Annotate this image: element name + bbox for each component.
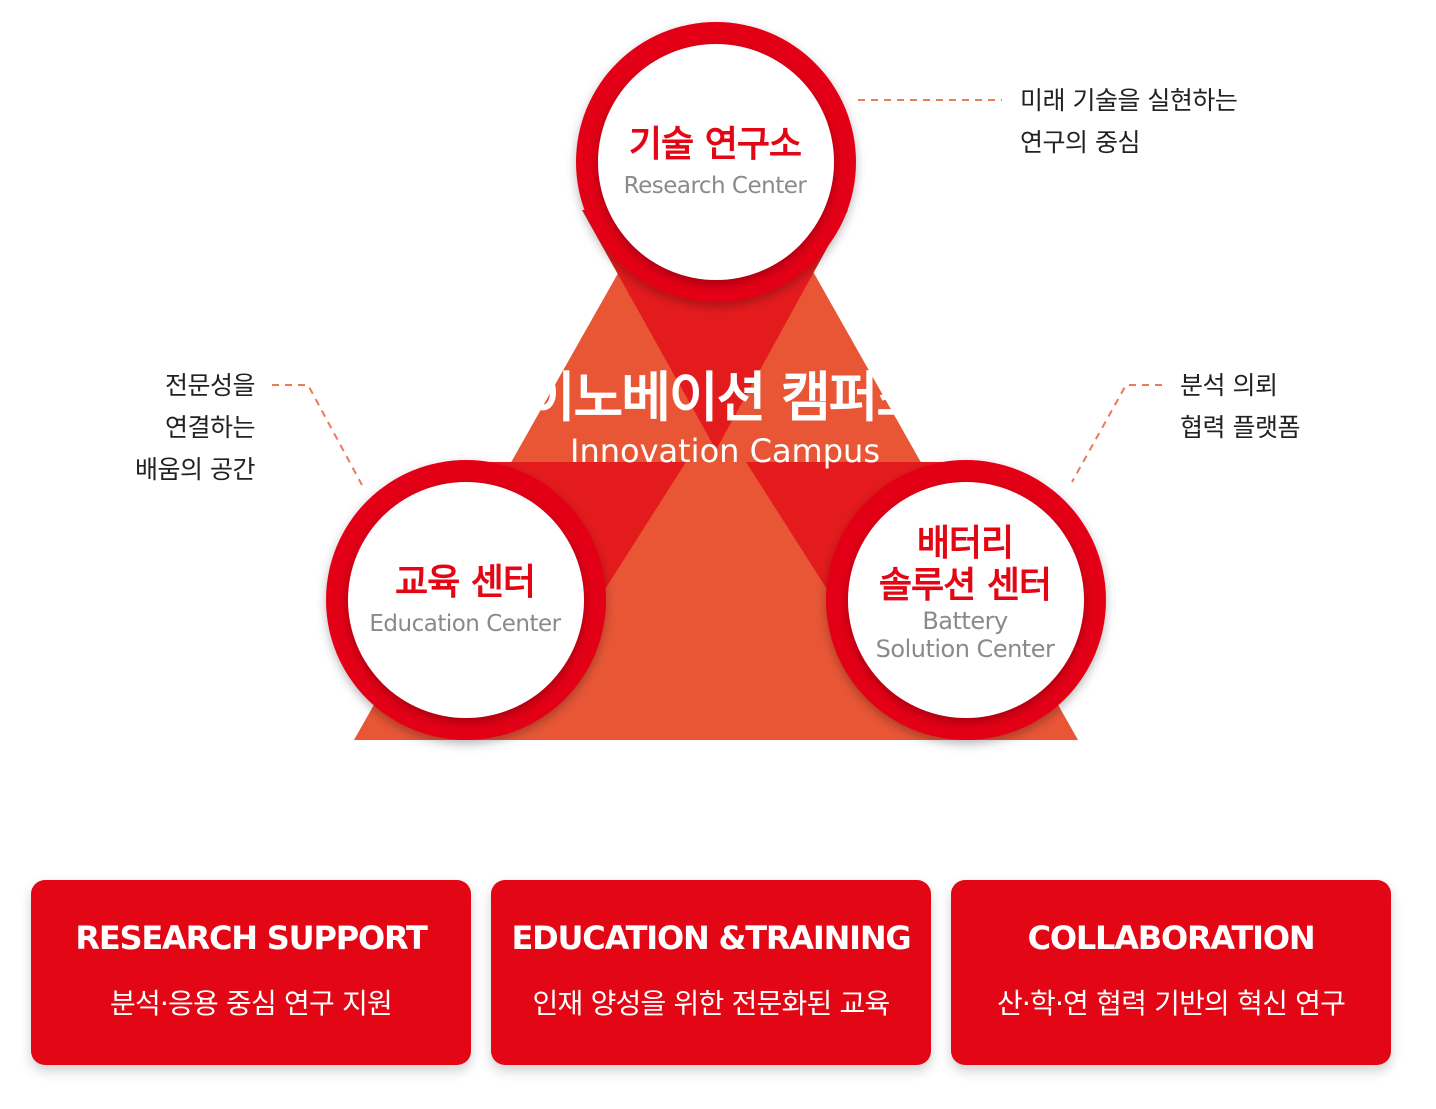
research-note-line: 미래 기술을 실현하는	[1020, 86, 1238, 115]
card-description: 인재 양성을 위한 전문화된 교육	[532, 987, 891, 1020]
research-node-title: 기술 연구소	[628, 124, 802, 165]
center-label: 이노베이션 캠퍼스 Innovation Campus	[460, 365, 990, 471]
battery-node-subtitle-line2: Solution Center	[875, 635, 1055, 663]
research-support-card: RESEARCH SUPPORT 분석·응용 중심 연구 지원	[31, 880, 471, 1065]
education-note-connector	[272, 384, 363, 486]
education-node-label: 교육 센터 Education Center	[345, 562, 585, 638]
card-title: EDUCATION &TRAINING	[511, 919, 911, 957]
research-node-label: 기술 연구소 Research Center	[600, 124, 830, 200]
research-note-line: 연구의 중심	[1020, 128, 1140, 157]
education-node-title: 교육 센터	[394, 562, 536, 603]
card-title: RESEARCH SUPPORT	[75, 919, 427, 957]
battery-note-line: 분석 의뢰	[1180, 371, 1278, 400]
battery-node-title-line1: 배터리	[916, 523, 1014, 564]
campus-diagram	[272, 22, 1162, 740]
battery-node-title-line2: 솔루션 센터	[878, 565, 1052, 606]
battery-note-connector	[1071, 384, 1162, 483]
research-node-subtitle: Research Center	[623, 173, 807, 199]
battery-note-line: 협력 플랫폼	[1180, 413, 1300, 442]
collaboration-card: COLLABORATION 산·학·연 협력 기반의 혁신 연구	[951, 880, 1391, 1065]
education-node-subtitle: Education Center	[369, 611, 561, 637]
card-description: 분석·응용 중심 연구 지원	[109, 987, 393, 1020]
education-node	[348, 482, 584, 718]
research-note: 미래 기술을 실현하는 연구의 중심	[1020, 80, 1238, 164]
card-description: 산·학·연 협력 기반의 혁신 연구	[996, 987, 1346, 1020]
research-node	[598, 44, 834, 280]
center-subtitle: Innovation Campus	[570, 432, 880, 470]
education-note-line: 배움의 공간	[135, 455, 255, 484]
education-training-card: EDUCATION &TRAINING 인재 양성을 위한 전문화된 교육	[491, 880, 931, 1065]
battery-node-label: 배터리 솔루션 센터 Battery Solution Center	[845, 523, 1085, 663]
education-note: 전문성을 연결하는 배움의 공간	[60, 365, 255, 491]
education-note-line: 전문성을	[164, 371, 256, 400]
battery-node	[848, 482, 1084, 718]
battery-node-subtitle-line1: Battery	[922, 607, 1008, 635]
center-title: 이노베이션 캠퍼스	[525, 366, 926, 429]
battery-note: 분석 의뢰 협력 플랫폼	[1180, 365, 1300, 449]
education-note-line: 연결하는	[164, 413, 256, 442]
card-title: COLLABORATION	[1027, 919, 1316, 957]
